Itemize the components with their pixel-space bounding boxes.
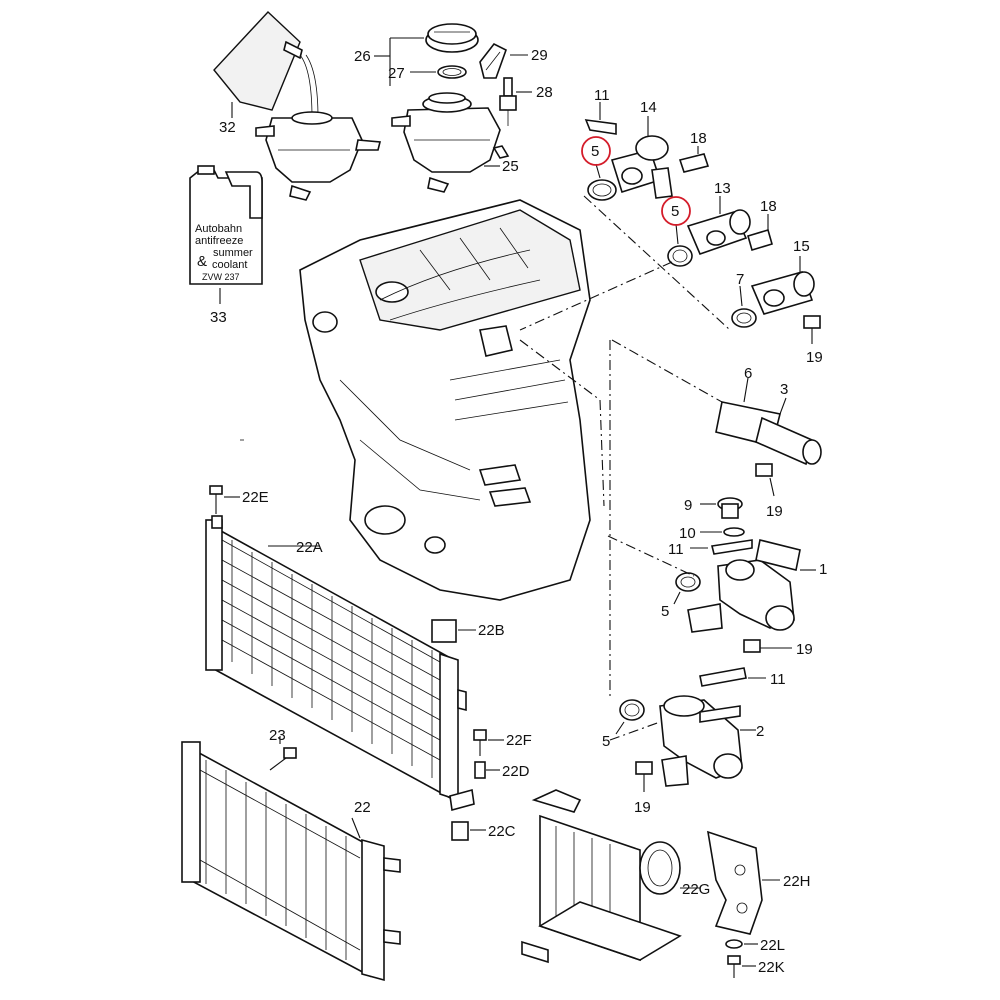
sleeve-22D [474, 761, 500, 779]
clip-11-low [699, 667, 766, 687]
o-ring-5-low [673, 572, 701, 605]
label-32: 32 [219, 119, 236, 136]
label-14: 14 [640, 99, 657, 116]
label-10: 10 [679, 525, 696, 542]
washer-22L [725, 939, 758, 949]
flange-15 [750, 256, 815, 315]
label-5-top: 5 [591, 143, 599, 160]
label-7: 7 [736, 271, 744, 288]
o-ring-5-mid [667, 223, 693, 267]
tank-cap-26 [425, 23, 479, 53]
label-18-mid: 18 [760, 198, 777, 215]
intercooler-22G [521, 789, 700, 964]
radiator-22 [181, 741, 401, 982]
bracket-22H [706, 830, 780, 935]
o-ring-10 [700, 527, 745, 537]
label-11-low: 11 [770, 671, 786, 688]
callout-labels: 1 2 3 5 5 5 5 6 7 9 10 11 11 11 13 14 15… [210, 47, 827, 976]
label-22H: 22H [783, 873, 811, 890]
assembly-leader-lines [519, 195, 731, 741]
flange-13 [686, 196, 751, 256]
clip-11-mid [690, 539, 753, 555]
bolt-22E [209, 485, 240, 514]
bolt-19-b [755, 463, 775, 497]
label-5-mid: 5 [671, 203, 679, 220]
can-label-ampersand: & [197, 253, 207, 270]
label-leaders [268, 37, 532, 839]
label-33: 33 [210, 309, 227, 326]
label-22A: 22A [296, 539, 323, 556]
label-29: 29 [531, 47, 548, 64]
level-sender-29 [479, 42, 507, 79]
label-22G: 22G [682, 881, 710, 898]
bolt-19-a [803, 315, 821, 344]
label-18-top: 18 [690, 130, 707, 147]
highlight-circle-5-mid [661, 196, 691, 226]
label-22K: 22K [758, 959, 785, 976]
label-23: 23 [269, 727, 286, 744]
label-11-mid: 11 [668, 541, 684, 558]
label-6: 6 [744, 365, 752, 382]
highlight-circle-5-top [581, 136, 611, 166]
label-5-low: 5 [661, 603, 669, 620]
label-1: 1 [819, 561, 827, 578]
sensor-18-mid [747, 214, 773, 251]
label-3: 3 [780, 381, 788, 398]
expansion-tank-right [391, 92, 510, 193]
can-label-line1: Autobahn [195, 223, 242, 235]
clip-11-top [584, 102, 617, 135]
label-22B: 22B [478, 622, 505, 639]
flange-2 [659, 695, 756, 787]
bolt-22F [473, 729, 504, 756]
radiator-22A [205, 515, 475, 812]
label-5-bottom: 5 [602, 733, 610, 750]
flange-3 [715, 377, 822, 466]
flange-1 [687, 539, 816, 633]
label-9: 9 [684, 497, 692, 514]
label-22: 22 [354, 799, 371, 816]
label-26: 26 [354, 48, 371, 65]
bolt-22K [727, 955, 756, 978]
label-13: 13 [714, 180, 731, 197]
o-ring-5-top [587, 163, 617, 201]
can-label-code: ZVW 237 [202, 272, 240, 282]
can-label-line2: antifreeze [195, 235, 243, 247]
flange-14 [610, 116, 673, 199]
label-19-a: 19 [806, 349, 823, 366]
grommet-22C [451, 821, 486, 841]
label-22D: 22D [502, 763, 530, 780]
label-28: 28 [536, 84, 553, 101]
label-22L: 22L [760, 937, 785, 954]
label-22C: 22C [488, 823, 516, 840]
mount-22B [431, 619, 476, 643]
label-22E: 22E [242, 489, 269, 506]
engine-block [240, 199, 591, 601]
sensor-18-top [678, 146, 710, 173]
label-19-d: 19 [634, 799, 651, 816]
cap-seal-27 [437, 65, 467, 79]
label-22F: 22F [506, 732, 532, 749]
label-19-b: 19 [766, 503, 783, 520]
bolt-19-c [743, 639, 792, 653]
o-ring-5-bottom [615, 699, 645, 735]
o-ring-7 [731, 285, 757, 328]
label-19-c: 19 [796, 641, 813, 658]
can-label-line4: coolant [212, 259, 247, 271]
cap-9 [700, 497, 743, 519]
level-sender-28 [499, 77, 517, 126]
bolt-19-d [635, 761, 653, 792]
label-27: 27 [388, 65, 405, 82]
label-11-top: 11 [594, 87, 610, 104]
coolant-bottle-32 [213, 11, 319, 119]
screw-23 [269, 736, 297, 771]
coolant-can-33: Autobahn antifreeze summer & coolant ZVW… [189, 165, 263, 304]
can-label-line3: summer [213, 247, 253, 259]
expansion-tank-left [255, 111, 382, 201]
label-25: 25 [502, 158, 519, 175]
label-15: 15 [793, 238, 810, 255]
label-2: 2 [756, 723, 764, 740]
